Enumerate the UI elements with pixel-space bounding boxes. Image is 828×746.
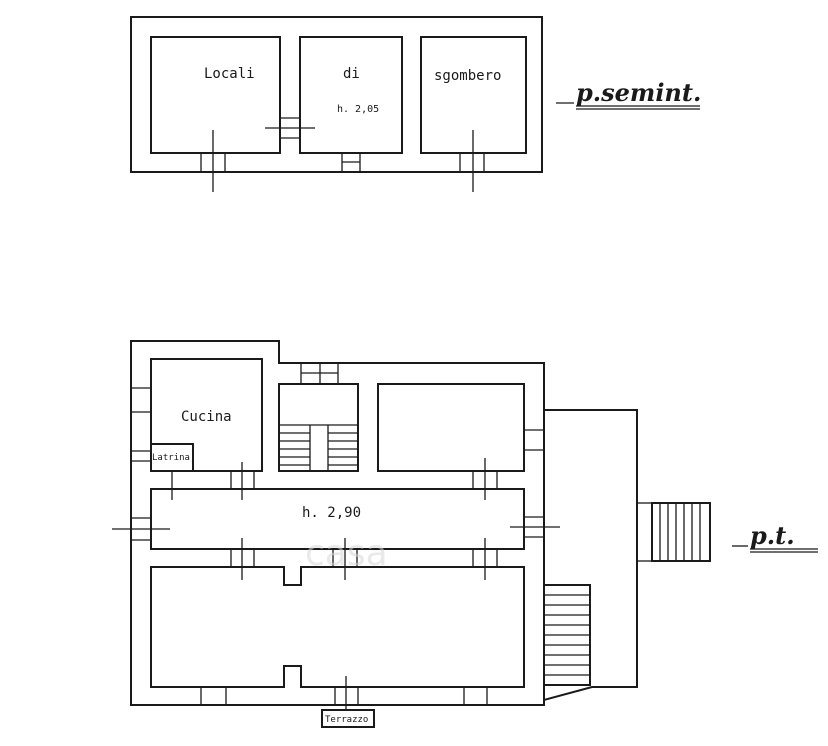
right-room-upper — [377, 383, 525, 472]
central-stair-block — [278, 383, 359, 472]
toilet-room — [150, 443, 194, 472]
large-room-bottom — [150, 566, 525, 688]
basement-label-word1: Locali — [204, 66, 255, 82]
toilet-label: Latrina — [152, 453, 190, 463]
basement-room-middle — [299, 36, 403, 154]
basement-openings — [200, 117, 485, 192]
terrace-box — [321, 709, 375, 728]
annex-stair-steps — [544, 594, 590, 676]
terrace-label: Terrazzo — [325, 715, 368, 725]
ground-plan: Cucina Latrina h. 2,90 — [112, 340, 818, 728]
ground-floor-label: p.t. — [750, 521, 795, 550]
basement-floor-label: p.semint. — [576, 78, 701, 107]
ground-openings — [112, 363, 560, 710]
kitchen-label: Cucina — [181, 409, 232, 425]
basement-height: h. 2,05 — [337, 104, 379, 115]
external-stair — [651, 502, 711, 562]
external-stair-steps — [637, 502, 701, 562]
basement-label-word2: di — [343, 66, 360, 82]
corridor-height: h. 2,90 — [302, 505, 361, 521]
basement-room-left — [150, 36, 281, 154]
basement-label-word3: sgombero — [434, 68, 501, 84]
basement-plan: Locali di sgombero h. 2,05 p.semint. — [130, 16, 701, 192]
watermark: casa — [305, 533, 388, 574]
central-stair-steps — [279, 424, 358, 471]
